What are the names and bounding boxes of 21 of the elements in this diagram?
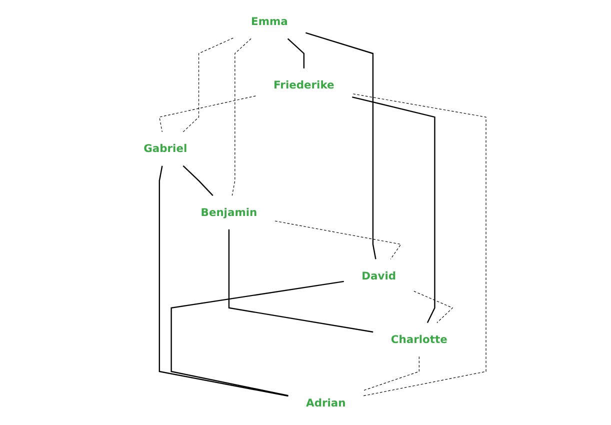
node-text: Adrian xyxy=(306,397,346,410)
connector xyxy=(362,356,420,391)
node-text: David xyxy=(361,270,396,282)
connector xyxy=(287,38,304,68)
connector xyxy=(170,280,344,396)
node-text: Emma xyxy=(250,15,288,28)
connector xyxy=(158,96,256,132)
connector xyxy=(351,93,486,396)
connector xyxy=(228,229,373,333)
node-text: Benjamin xyxy=(200,206,257,219)
node-text: Friederike xyxy=(273,79,334,92)
connector xyxy=(182,38,234,132)
connector xyxy=(274,220,401,260)
connector xyxy=(158,166,288,397)
connector xyxy=(352,96,435,324)
connector xyxy=(182,165,213,196)
connector xyxy=(305,32,376,260)
connector xyxy=(231,38,251,196)
connector xyxy=(413,290,453,324)
node-text: Charlotte xyxy=(390,333,447,346)
node-text: Gabriel xyxy=(143,142,187,156)
